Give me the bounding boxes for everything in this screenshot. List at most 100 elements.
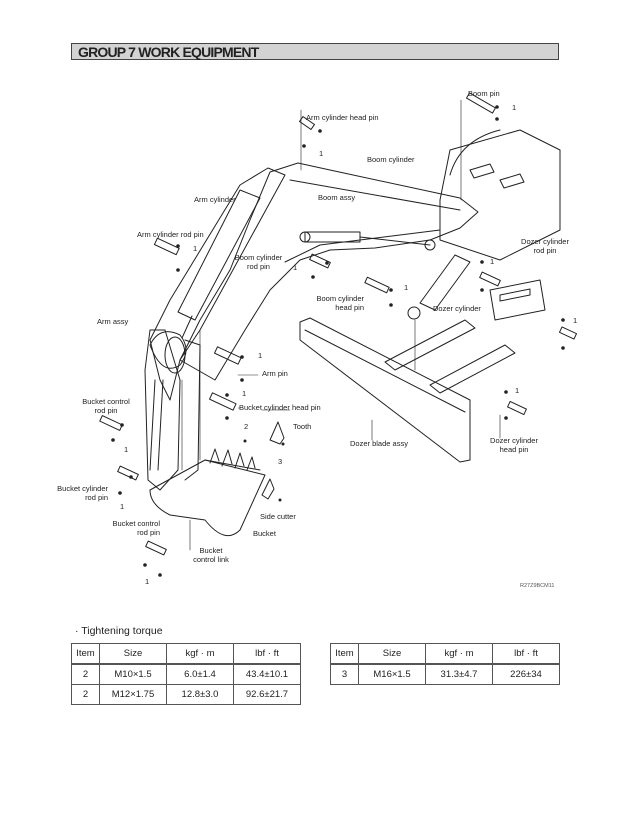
callout-1: 1	[404, 283, 409, 292]
label-line: rod pin	[94, 406, 118, 415]
table-row: 2 M10×1.5 6.0±1.4 43.4±10.1	[71, 663, 301, 685]
table-header-row: Item Size kgf · m lbf · ft	[71, 643, 301, 665]
side-cutter-part	[261, 478, 275, 500]
callout-3: 3	[278, 457, 283, 466]
frame-slot-1	[469, 163, 495, 179]
table-row: 2 M12×1.75 12.8±3.0 92.6±21.7	[71, 684, 301, 705]
label-tooth: Tooth	[293, 422, 312, 431]
dozer-arm-2	[429, 344, 516, 394]
label-line: Dozer cylinder	[490, 436, 538, 445]
cell-lbf-ft: 43.4±10.1	[233, 663, 301, 685]
label-bucket-cylinder-rod-pin: Bucket cylinder rod pin	[50, 484, 108, 502]
callout-1: 1	[120, 502, 125, 511]
bolt-markers	[111, 105, 565, 577]
header-item: Item	[330, 643, 359, 665]
label-dozer-cylinder: Dozer cylinder	[433, 304, 481, 313]
callout-1: 1	[258, 351, 263, 360]
label-line: Dozer cylinder	[521, 237, 569, 246]
cell-item: 3	[330, 663, 359, 685]
label-bucket: Bucket	[253, 529, 276, 538]
callout-2: 2	[244, 422, 249, 431]
callout-1: 1	[293, 263, 298, 272]
frame-upper	[439, 129, 561, 261]
header-lbf-ft: lbf · ft	[233, 643, 301, 665]
callout-1: 1	[512, 103, 517, 112]
dozer-blade	[299, 317, 471, 463]
section-header: GROUP 7 WORK EQUIPMENT	[71, 43, 559, 60]
callout-1: 1	[145, 577, 150, 586]
label-line: control link	[193, 555, 229, 564]
drawing-code: R27Z9BCM11	[520, 583, 555, 589]
dozer-blade-edge	[304, 329, 466, 413]
arm-boss	[149, 331, 187, 369]
torque-table-2: Item Size kgf · m lbf · ft 3 M16×1.5 31.…	[330, 643, 560, 685]
cell-size: M10×1.5	[99, 663, 167, 685]
dozer-cylinder-body	[419, 254, 471, 311]
dozer-bracket-slot	[499, 288, 531, 302]
dozer-bracket	[489, 279, 546, 321]
callout-1: 1	[193, 244, 198, 253]
boom-cylinder-body	[304, 231, 361, 243]
label-arm-pin: Arm pin	[262, 369, 288, 378]
label-dozer-cylinder-head-pin: Dozer cylinder head pin	[484, 436, 544, 454]
label-bucket-control-rod-pin-bottom: Bucket control rod pin	[104, 519, 160, 537]
label-bucket-control-link: Bucket control link	[186, 546, 236, 564]
label-line: rod pin	[137, 528, 160, 537]
boom-cylinder-rod	[359, 236, 431, 246]
label-arm-assy: Arm assy	[97, 317, 129, 326]
torque-title: · Tightening torque	[75, 625, 163, 637]
header-size: Size	[358, 643, 426, 665]
arm-cylinder-rod	[181, 315, 193, 339]
label-line: Boom cylinder	[316, 294, 364, 303]
label-boom-pin: Boom pin	[468, 89, 500, 98]
label-dozer-blade-assy: Dozer blade assy	[350, 439, 408, 448]
leader-lines	[181, 99, 501, 551]
label-line: rod pin	[247, 262, 270, 271]
label-line: head pin	[499, 445, 529, 454]
cell-kgf-m: 12.8±3.0	[166, 684, 234, 705]
arm-cylinder-body	[177, 189, 261, 321]
cell-lbf-ft: 92.6±21.7	[233, 684, 301, 705]
cell-size: M16×1.5	[358, 663, 426, 685]
label-arm-cylinder: Arm cylinder	[194, 195, 236, 204]
header-lbf-ft: lbf · ft	[492, 643, 560, 665]
cell-item: 2	[71, 663, 100, 685]
arm-lower-2	[184, 339, 201, 481]
boom-lower-line	[284, 229, 441, 263]
torque-table-1: Item Size kgf · m lbf · ft 2 M10×1.5 6.0…	[71, 643, 301, 705]
bucket-cylinder	[149, 379, 156, 471]
frame-slot-2	[499, 173, 525, 189]
label-line: rod pin	[533, 246, 557, 255]
callout-1: 1	[515, 386, 520, 395]
table-row: 3 M16×1.5 31.3±4.7 226±34	[330, 663, 560, 685]
header-item: Item	[71, 643, 100, 665]
label-arm-cylinder-head-pin: Arm cylinder head pin	[306, 113, 379, 122]
callout-1: 1	[319, 149, 324, 158]
tooth-part	[269, 421, 285, 445]
cell-kgf-m: 6.0±1.4	[166, 663, 234, 685]
callout-1: 1	[124, 445, 129, 454]
cell-lbf-ft: 226±34	[492, 663, 560, 685]
table-header-row: Item Size kgf · m lbf · ft	[330, 643, 560, 665]
exploded-pins	[99, 92, 578, 556]
label-boom-assy: Boom assy	[318, 193, 356, 202]
bucket-shape	[149, 459, 266, 537]
label-side-cutter: Side cutter	[260, 512, 296, 521]
section-title: GROUP 7 WORK EQUIPMENT	[78, 44, 259, 60]
cell-size: M12×1.75	[99, 684, 167, 705]
label-line: rod pin	[85, 493, 108, 502]
label-line: Bucket cylinder	[57, 484, 108, 493]
header-kgf-m: kgf · m	[166, 643, 234, 665]
label-arm-cylinder-rod-pin: Arm cylinder rod pin	[137, 230, 204, 239]
label-bucket-cylinder-head-pin: Bucket cylinder head pin	[239, 403, 321, 412]
callout-1: 1	[242, 389, 247, 398]
label-line: Bucket control	[82, 397, 130, 406]
boom-inner-line	[289, 179, 461, 211]
header-size: Size	[99, 643, 167, 665]
bucket-teeth	[209, 448, 256, 471]
label-line: Bucket control	[112, 519, 160, 528]
bucket-cylinder-2	[157, 379, 164, 471]
label-boom-cylinder: Boom cylinder	[367, 155, 415, 164]
label-boom-cylinder-head-pin: Boom cylinder head pin	[304, 294, 364, 312]
